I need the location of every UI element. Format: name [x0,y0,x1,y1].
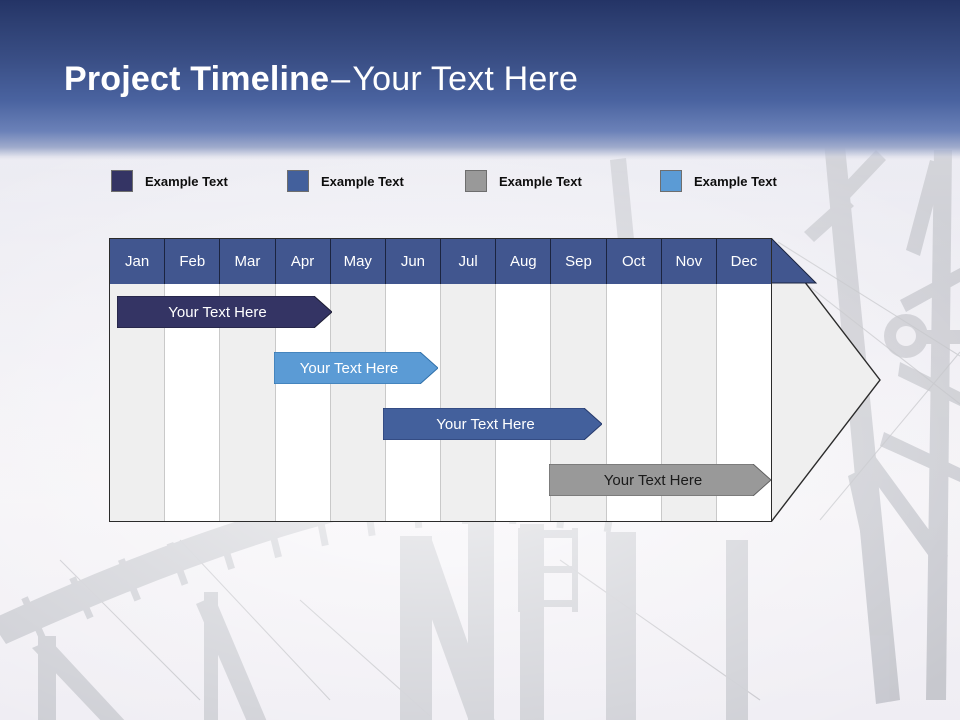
legend-item-3[interactable]: Example Text [465,169,582,193]
timeline-chart: Jan Feb Mar Apr May Jun Jul Aug Sep Oct … [109,238,881,522]
legend-label-2: Example Text [321,173,404,189]
legend-label-1: Example Text [145,173,228,189]
timeline-column-aug [496,239,552,521]
legend-swatch-navy [111,170,133,192]
legend-label-4: Example Text [694,173,777,189]
legend-label-3: Example Text [499,173,582,189]
title-banner [0,0,960,160]
legend-item-1[interactable]: Example Text [111,169,228,193]
timeline-arrow-head [771,238,881,522]
task-bar-2[interactable]: Your Text Here [274,352,438,384]
page-title-dash: – [331,60,351,98]
legend-swatch-medium-blue [287,170,309,192]
page-title: Project Timeline–Your Text Here [64,58,578,100]
legend: Example Text Example Text Example Text E… [111,169,811,193]
month-cell-may[interactable]: May [330,239,386,284]
page-title-light: Your Text Here [352,60,579,98]
task-bar-2-label: Your Text Here [299,359,399,377]
task-bar-4-label: Your Text Here [603,471,703,489]
timeline-column-feb [165,239,221,521]
month-cell-mar[interactable]: Mar [220,239,276,284]
timeline-month-header: Jan Feb Mar Apr May Jun Jul Aug Sep Oct … [110,239,772,284]
month-cell-jul[interactable]: Jul [441,239,497,284]
timeline-column-jul [441,239,497,521]
month-cell-feb[interactable]: Feb [165,239,221,284]
legend-item-2[interactable]: Example Text [287,169,404,193]
legend-item-4[interactable]: Example Text [660,169,777,193]
month-cell-dec[interactable]: Dec [716,239,772,284]
task-bar-3-label: Your Text Here [436,415,535,433]
month-cell-sep[interactable]: Sep [551,239,607,284]
month-cell-aug[interactable]: Aug [496,239,552,284]
month-cell-nov[interactable]: Nov [661,239,717,284]
timeline-bars: Your Text Here Your Text Here Your Text … [109,238,881,522]
legend-swatch-gray [465,170,487,192]
page-title-strong: Project Timeline [64,60,330,98]
timeline-column-jan [110,239,166,521]
month-cell-oct[interactable]: Oct [606,239,662,284]
legend-swatch-light-blue [660,170,682,192]
task-bar-1-label: Your Text Here [168,303,267,321]
month-cell-jun[interactable]: Jun [385,239,442,284]
task-bar-4[interactable]: Your Text Here [549,464,771,496]
month-cell-jan[interactable]: Jan [110,239,166,284]
task-bar-1[interactable]: Your Text Here [117,296,332,328]
month-cell-apr[interactable]: Apr [275,239,331,284]
task-bar-3[interactable]: Your Text Here [383,408,602,440]
